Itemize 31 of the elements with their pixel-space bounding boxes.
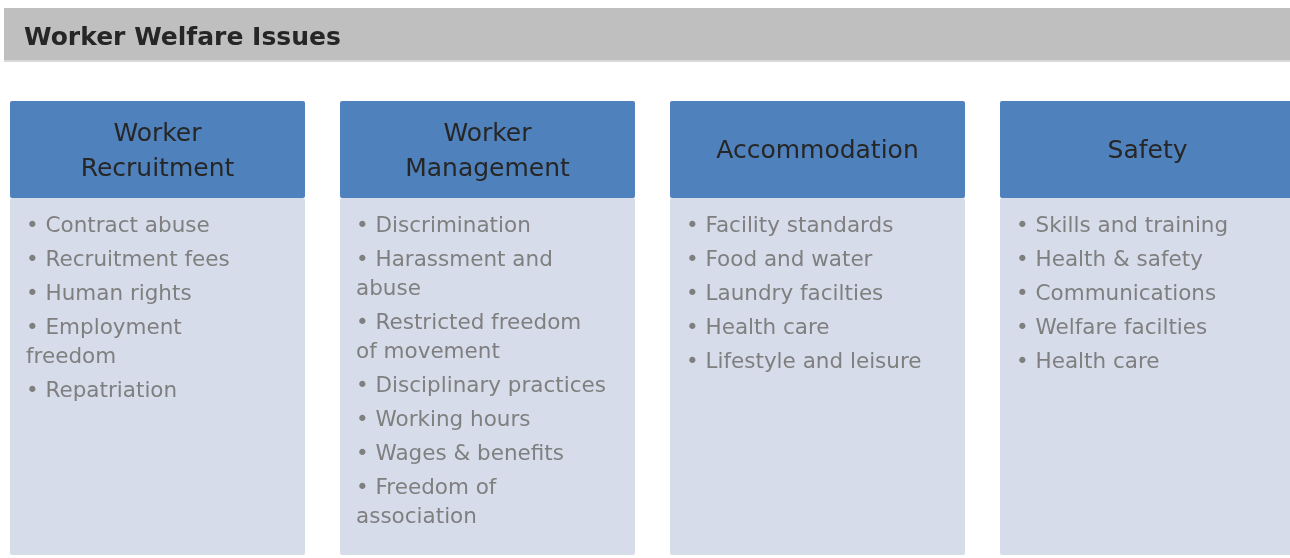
bullet-item: • Human rights (26, 279, 192, 307)
column-header: Safety (1000, 101, 1290, 198)
bullet-item: • Health & safety (1016, 245, 1203, 273)
bullet-item: • Skills and training (1016, 211, 1229, 239)
column-panel (1000, 198, 1290, 555)
bullet-item: • Contract abuse (26, 211, 210, 239)
bullet-item: • Health care (1016, 347, 1160, 375)
column-header: Accommodation (670, 101, 965, 198)
bullet-item: • Restricted freedom of movement (356, 308, 583, 365)
bullet-item: • Food and water (686, 245, 873, 273)
column-header: Worker Management (340, 101, 635, 198)
bullet-item: • Harassment and abuse (356, 245, 554, 302)
bullet-item: • Repatriation (26, 376, 178, 404)
column-header: Worker Recruitment (10, 101, 305, 198)
bullet-item: • Discrimination (356, 211, 531, 239)
bullet-item: • Recruitment fees (26, 245, 230, 273)
bullet-item: • Communications (1016, 279, 1217, 307)
bullet-item: • Wages & benefits (356, 439, 564, 467)
column-panel (10, 198, 305, 555)
bullet-item: • Health care (686, 313, 830, 341)
bullet-item: • Employment freedom (26, 313, 183, 370)
bullet-item: • Working hours (356, 405, 531, 433)
bullet-item: • Laundry facilties (686, 279, 884, 307)
title-bar: Worker Welfare Issues (4, 8, 1290, 62)
bullet-item: • Freedom of association (356, 473, 498, 530)
column-panel (340, 198, 635, 555)
bullet-item: • Welfare facilties (1016, 313, 1208, 341)
column-panel (670, 198, 965, 555)
bullet-item: • Lifestyle and leisure (686, 347, 922, 375)
bullet-item: • Facility standards (686, 211, 894, 239)
bullet-item: • Disciplinary practices (356, 371, 606, 399)
